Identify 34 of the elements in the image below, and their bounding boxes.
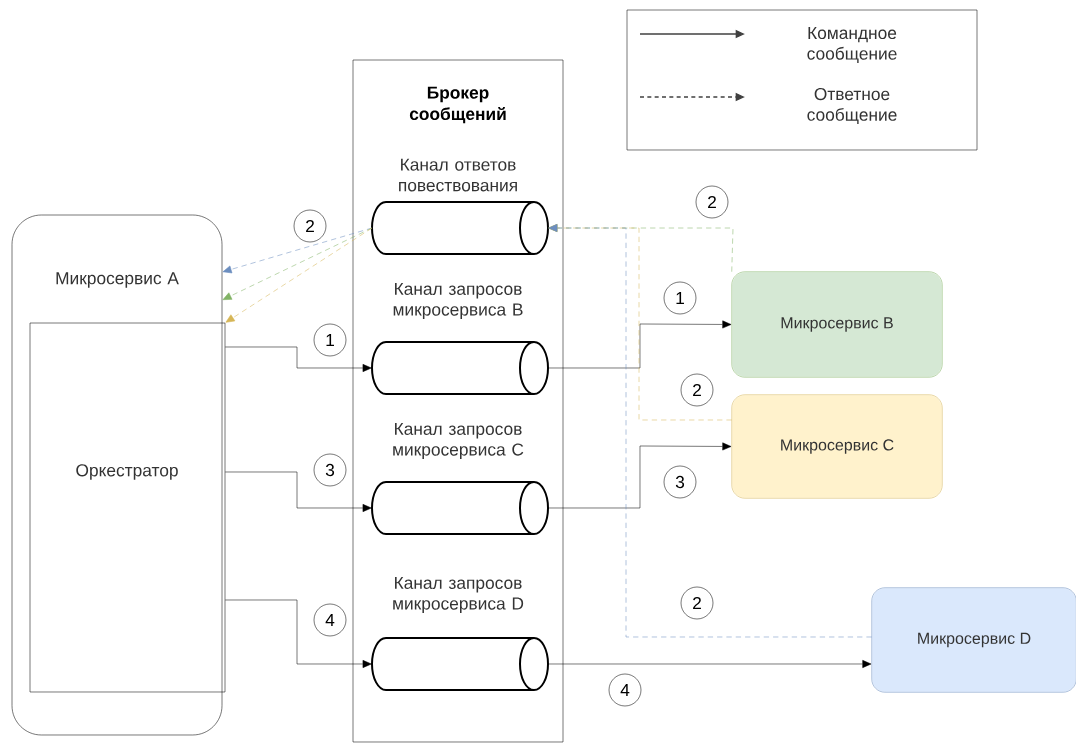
node-label: Канал запросов микросервиса C xyxy=(393,422,524,460)
callout-number: 4 xyxy=(313,603,347,637)
arrow xyxy=(547,442,732,509)
channel-cylinder: Канал запросов микросервиса D xyxy=(371,576,549,691)
callout-number: 2 xyxy=(680,373,714,407)
arrow xyxy=(222,227,373,274)
service-box: Микросервис D xyxy=(871,587,1076,693)
arrow xyxy=(225,346,372,372)
arrow xyxy=(225,599,372,668)
arrow xyxy=(222,227,373,300)
callout-number: 1 xyxy=(663,281,697,315)
orchestrator-box: Оркестратор xyxy=(29,322,226,693)
service-box: Микросервис C xyxy=(731,394,943,499)
node-label: Канал ответов повествования xyxy=(399,158,517,192)
callout-number: 2 xyxy=(695,185,729,219)
arrow xyxy=(547,320,732,369)
arrow xyxy=(547,660,872,668)
channel-cylinder: Канал ответов повествования xyxy=(371,158,549,255)
node-label: Канал запросов микросервиса B xyxy=(393,282,523,320)
arrow xyxy=(548,224,872,638)
arrow xyxy=(225,227,373,323)
node-label: Канал запросов микросервиса D xyxy=(393,576,524,614)
callout-number: 2 xyxy=(680,586,714,620)
arrow xyxy=(225,471,372,512)
callout-number: 1 xyxy=(313,323,347,357)
service-box: Микросервис B xyxy=(731,271,943,378)
callout-number: 2 xyxy=(293,209,327,243)
legend-text: Командное сообщение xyxy=(807,27,897,63)
callout-number: 4 xyxy=(608,673,642,707)
callout-number: 3 xyxy=(313,453,347,487)
channel-cylinder: Канал запросов микросервиса C xyxy=(371,422,549,535)
callout-number: 3 xyxy=(663,465,697,499)
legend-text: Ответное сообщение xyxy=(807,87,897,125)
channel-cylinder: Канал запросов микросервиса B xyxy=(371,282,549,395)
